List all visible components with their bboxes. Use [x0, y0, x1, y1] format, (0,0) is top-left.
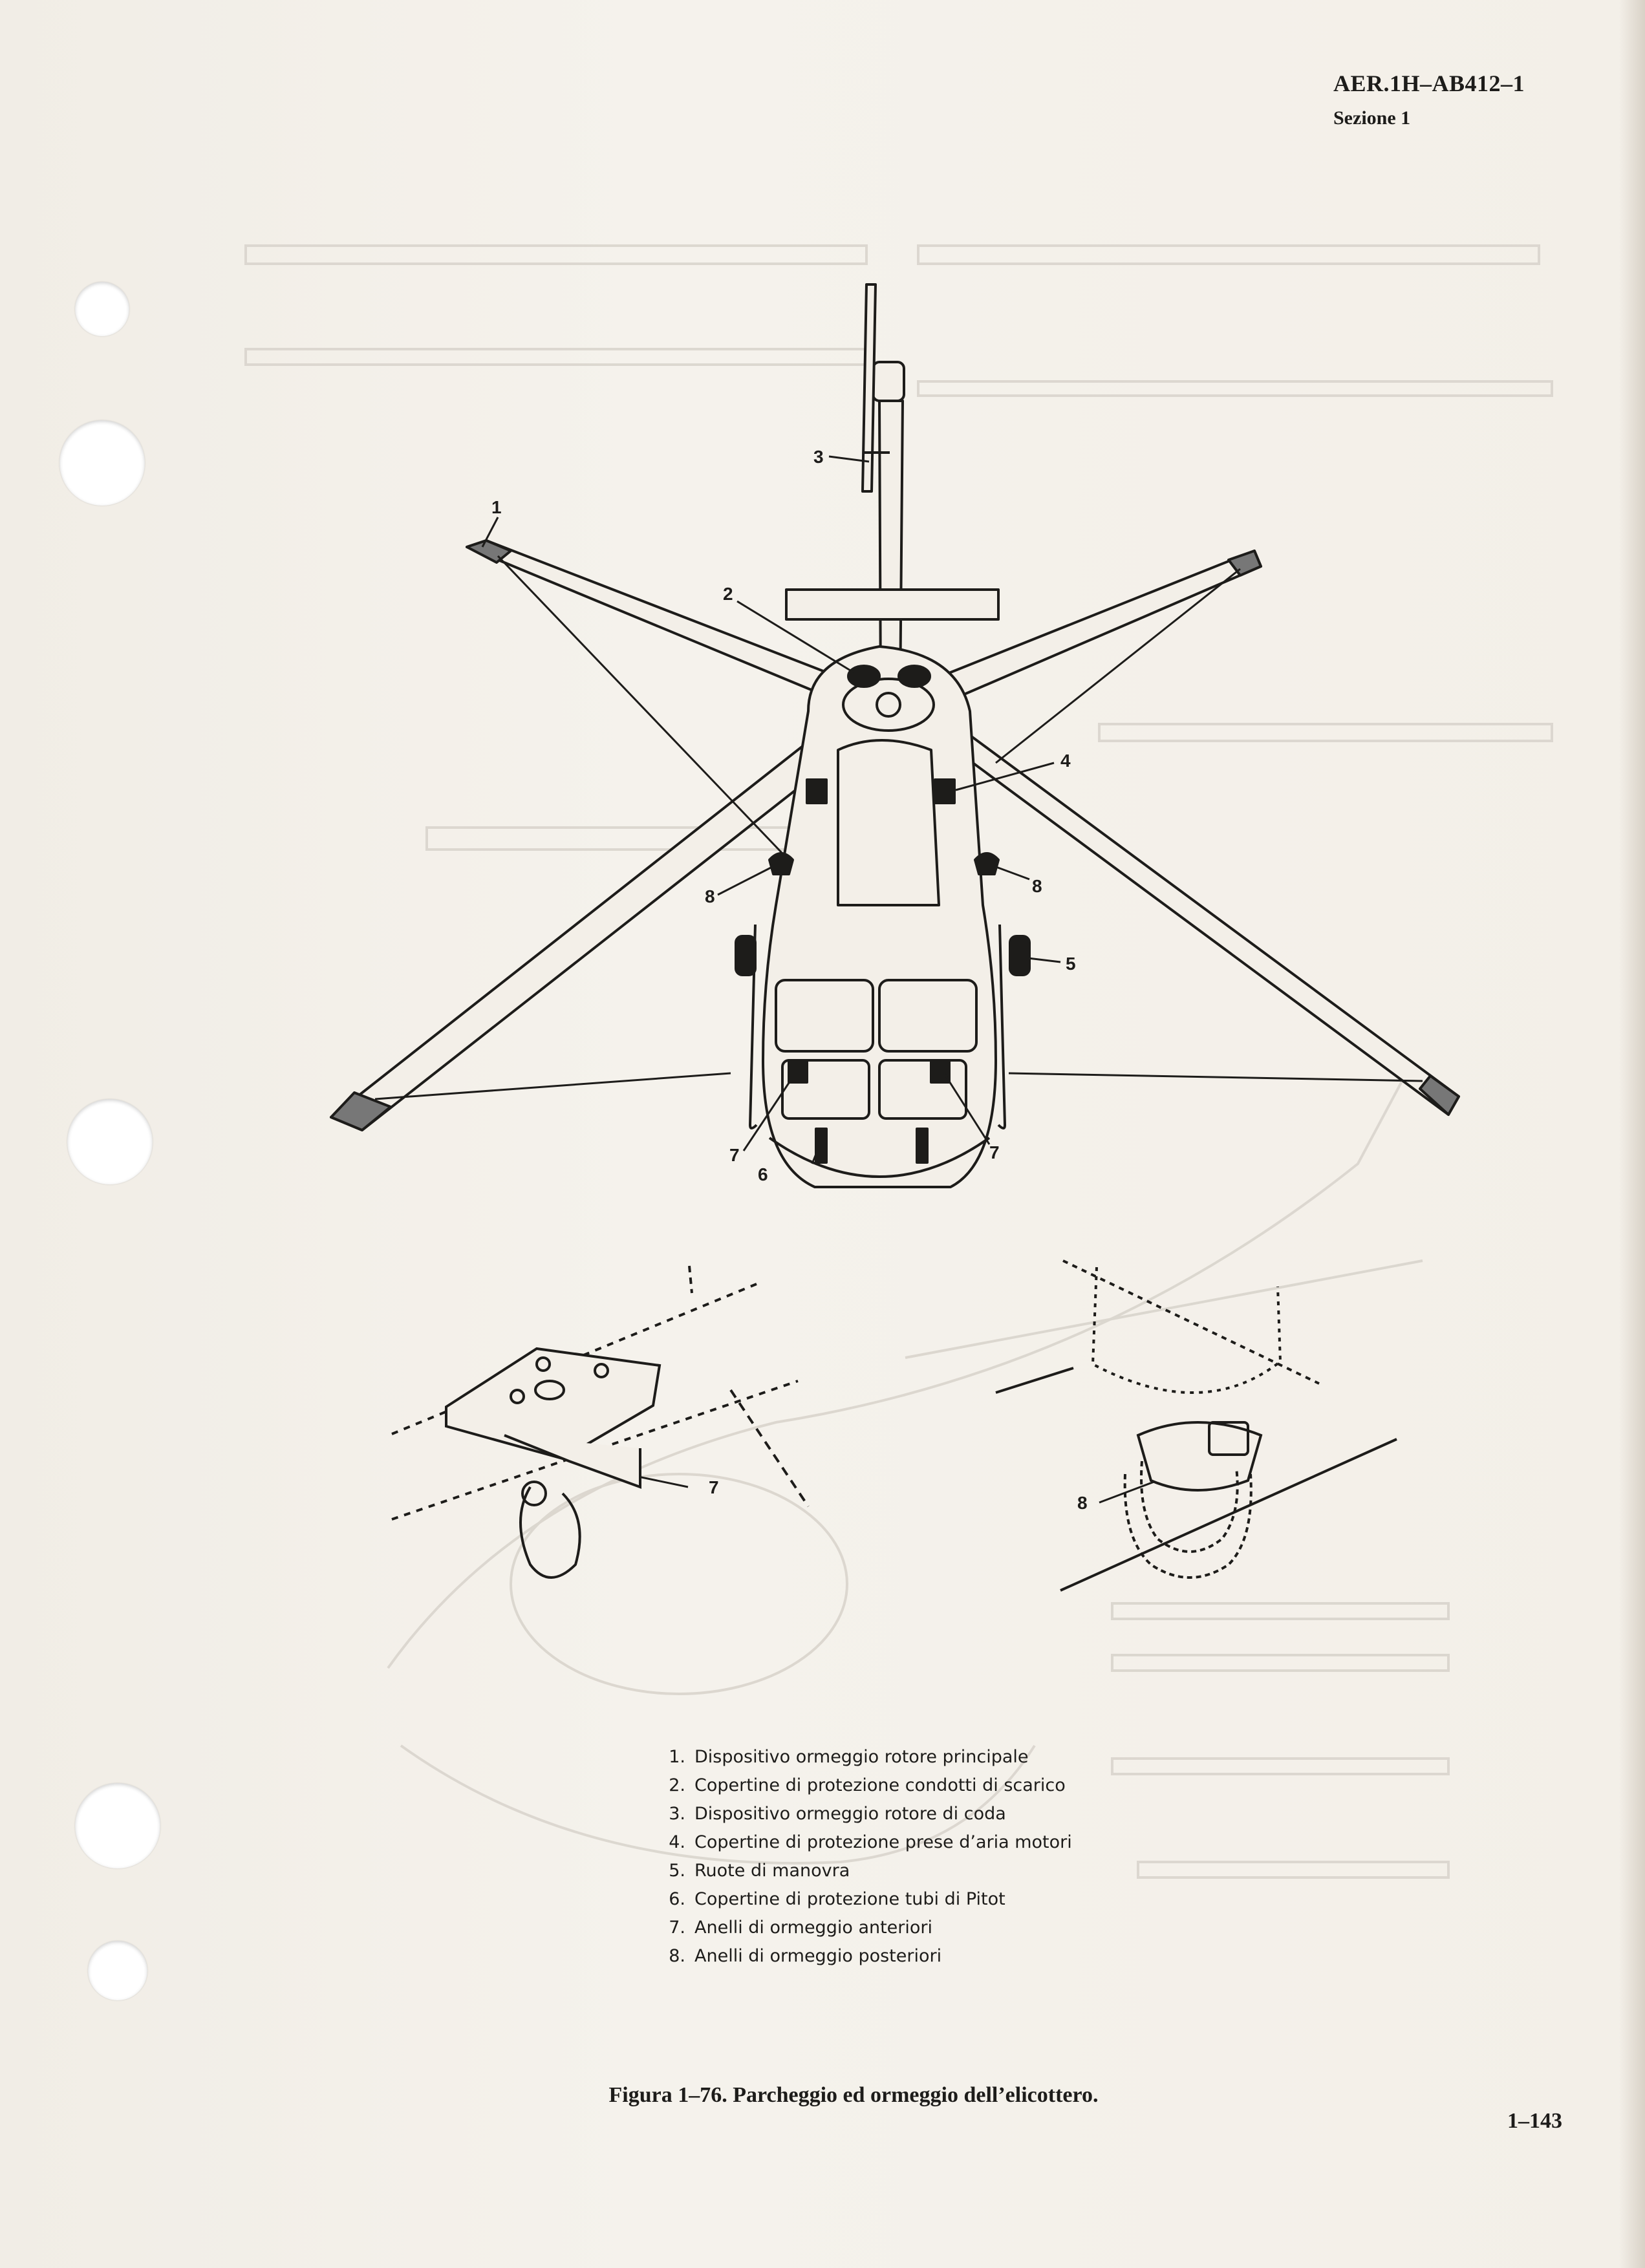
binder-hole-4: [75, 1783, 160, 1868]
tail-rotor-blade: [861, 283, 877, 493]
callout-3: 3: [813, 447, 824, 467]
section-label: Sezione 1: [1333, 107, 1411, 129]
exhaust-cover-left: [847, 665, 881, 688]
legend-number: 3.: [669, 1804, 685, 1824]
pitot-cover-right: [916, 1128, 929, 1164]
legend-number: 7.: [669, 1918, 685, 1938]
legend-number: 8.: [669, 1946, 685, 1966]
legend-number: 2.: [669, 1775, 685, 1795]
binder-hole-2: [59, 420, 145, 506]
page-edge-shadow: [1619, 0, 1645, 2268]
callout-7-right: 7: [989, 1142, 1000, 1162]
legend-item: 6. Copertine di protezione tubi di Pitot: [660, 1885, 1190, 1914]
ring-shackle: [519, 1486, 581, 1579]
skid-left: [749, 924, 758, 1129]
callout-2: 2: [723, 584, 733, 604]
skid-right: [997, 924, 1006, 1129]
legend-item: 2. Copertine di protezione condotti di sc…: [660, 1771, 1190, 1800]
figure-caption: Figura 1–76. Parcheggio ed ormeggio dell…: [608, 2083, 1099, 2107]
legend-item: 5. Ruote di manovra: [660, 1857, 1190, 1885]
callout-8-right: 8: [1032, 876, 1042, 896]
rotor-blade-upper-left: [466, 539, 861, 706]
handling-wheel-right: [1009, 935, 1031, 976]
legend-item: 4. Copertine di protezione prese d’aria m…: [660, 1828, 1190, 1857]
callout-5: 5: [1066, 954, 1076, 974]
callout-8-detail: 8: [1077, 1493, 1088, 1513]
document-code: AER.1H–AB412–1: [1333, 70, 1525, 96]
legend-number: 4.: [669, 1832, 685, 1852]
rotor-hub: [842, 678, 935, 732]
callout-4: 4: [1060, 751, 1071, 771]
exhaust-cover-right: [898, 665, 931, 688]
legend-item: 3. Dispositivo ormeggio rotore di coda: [660, 1800, 1190, 1828]
binder-hole-1: [75, 282, 129, 336]
legend-text: Copertine di protezione prese d’aria mot…: [694, 1832, 1072, 1852]
callout-6: 6: [758, 1164, 768, 1184]
helicopter-top-view: [330, 283, 1460, 1188]
legend-text: Dispositivo ormeggio rotore di coda: [694, 1804, 1006, 1824]
fwd-mooring-ring-left: [788, 1059, 808, 1084]
legend-text: Copertine di protezione condotti di scar…: [694, 1775, 1066, 1795]
rotor-blade-upper-right: [917, 550, 1262, 710]
callout-1: 1: [491, 497, 502, 517]
fwd-mooring-ring-right: [930, 1059, 951, 1084]
callout-7-left: 7: [729, 1145, 740, 1165]
legend-number: 5.: [669, 1861, 685, 1881]
figure-legend: 1. Dispositivo ormeggio rotore principale…: [660, 1743, 1190, 1971]
page-number: 1–143: [1507, 2109, 1562, 2133]
intake-cover-left: [806, 778, 828, 804]
legend-item: 7. Anelli di ormeggio anteriori: [660, 1914, 1190, 1942]
legend-text: Anelli di ormeggio posteriori: [694, 1946, 942, 1966]
detail-aft-mooring-ring: [995, 1259, 1397, 1592]
pitot-cover-left: [815, 1128, 828, 1164]
legend-text: Ruote di manovra: [694, 1861, 850, 1881]
tail-rotor-mast: [872, 361, 905, 402]
binder-hole-5: [88, 1941, 147, 2000]
intake-cover-right: [934, 778, 956, 804]
handling-wheel-left: [735, 935, 757, 976]
aft-mooring-ring-right: [974, 852, 1000, 875]
aft-mooring-ring-left: [768, 852, 794, 875]
detail-forward-mooring-ring: [391, 1265, 810, 1579]
legend-number: 6.: [669, 1889, 685, 1909]
legend-item: 8. Anelli di ormeggio posteriori: [660, 1942, 1190, 1971]
legend-text: Dispositivo ormeggio rotore principale: [694, 1747, 1029, 1767]
callout-leaders: [481, 455, 1158, 1504]
callout-7-detail: 7: [709, 1477, 719, 1497]
legend-number: 1.: [669, 1747, 685, 1767]
binder-hole-3: [67, 1099, 153, 1184]
horizontal-stabilizer: [785, 588, 1000, 621]
legend-text: Copertine di protezione tubi di Pitot: [694, 1889, 1005, 1909]
aft-ring-housing: [1136, 1421, 1263, 1492]
callout-8-left: 8: [705, 886, 715, 906]
legend-text: Anelli di ormeggio anteriori: [694, 1918, 933, 1938]
legend-item: 1. Dispositivo ormeggio rotore principale: [660, 1743, 1190, 1771]
